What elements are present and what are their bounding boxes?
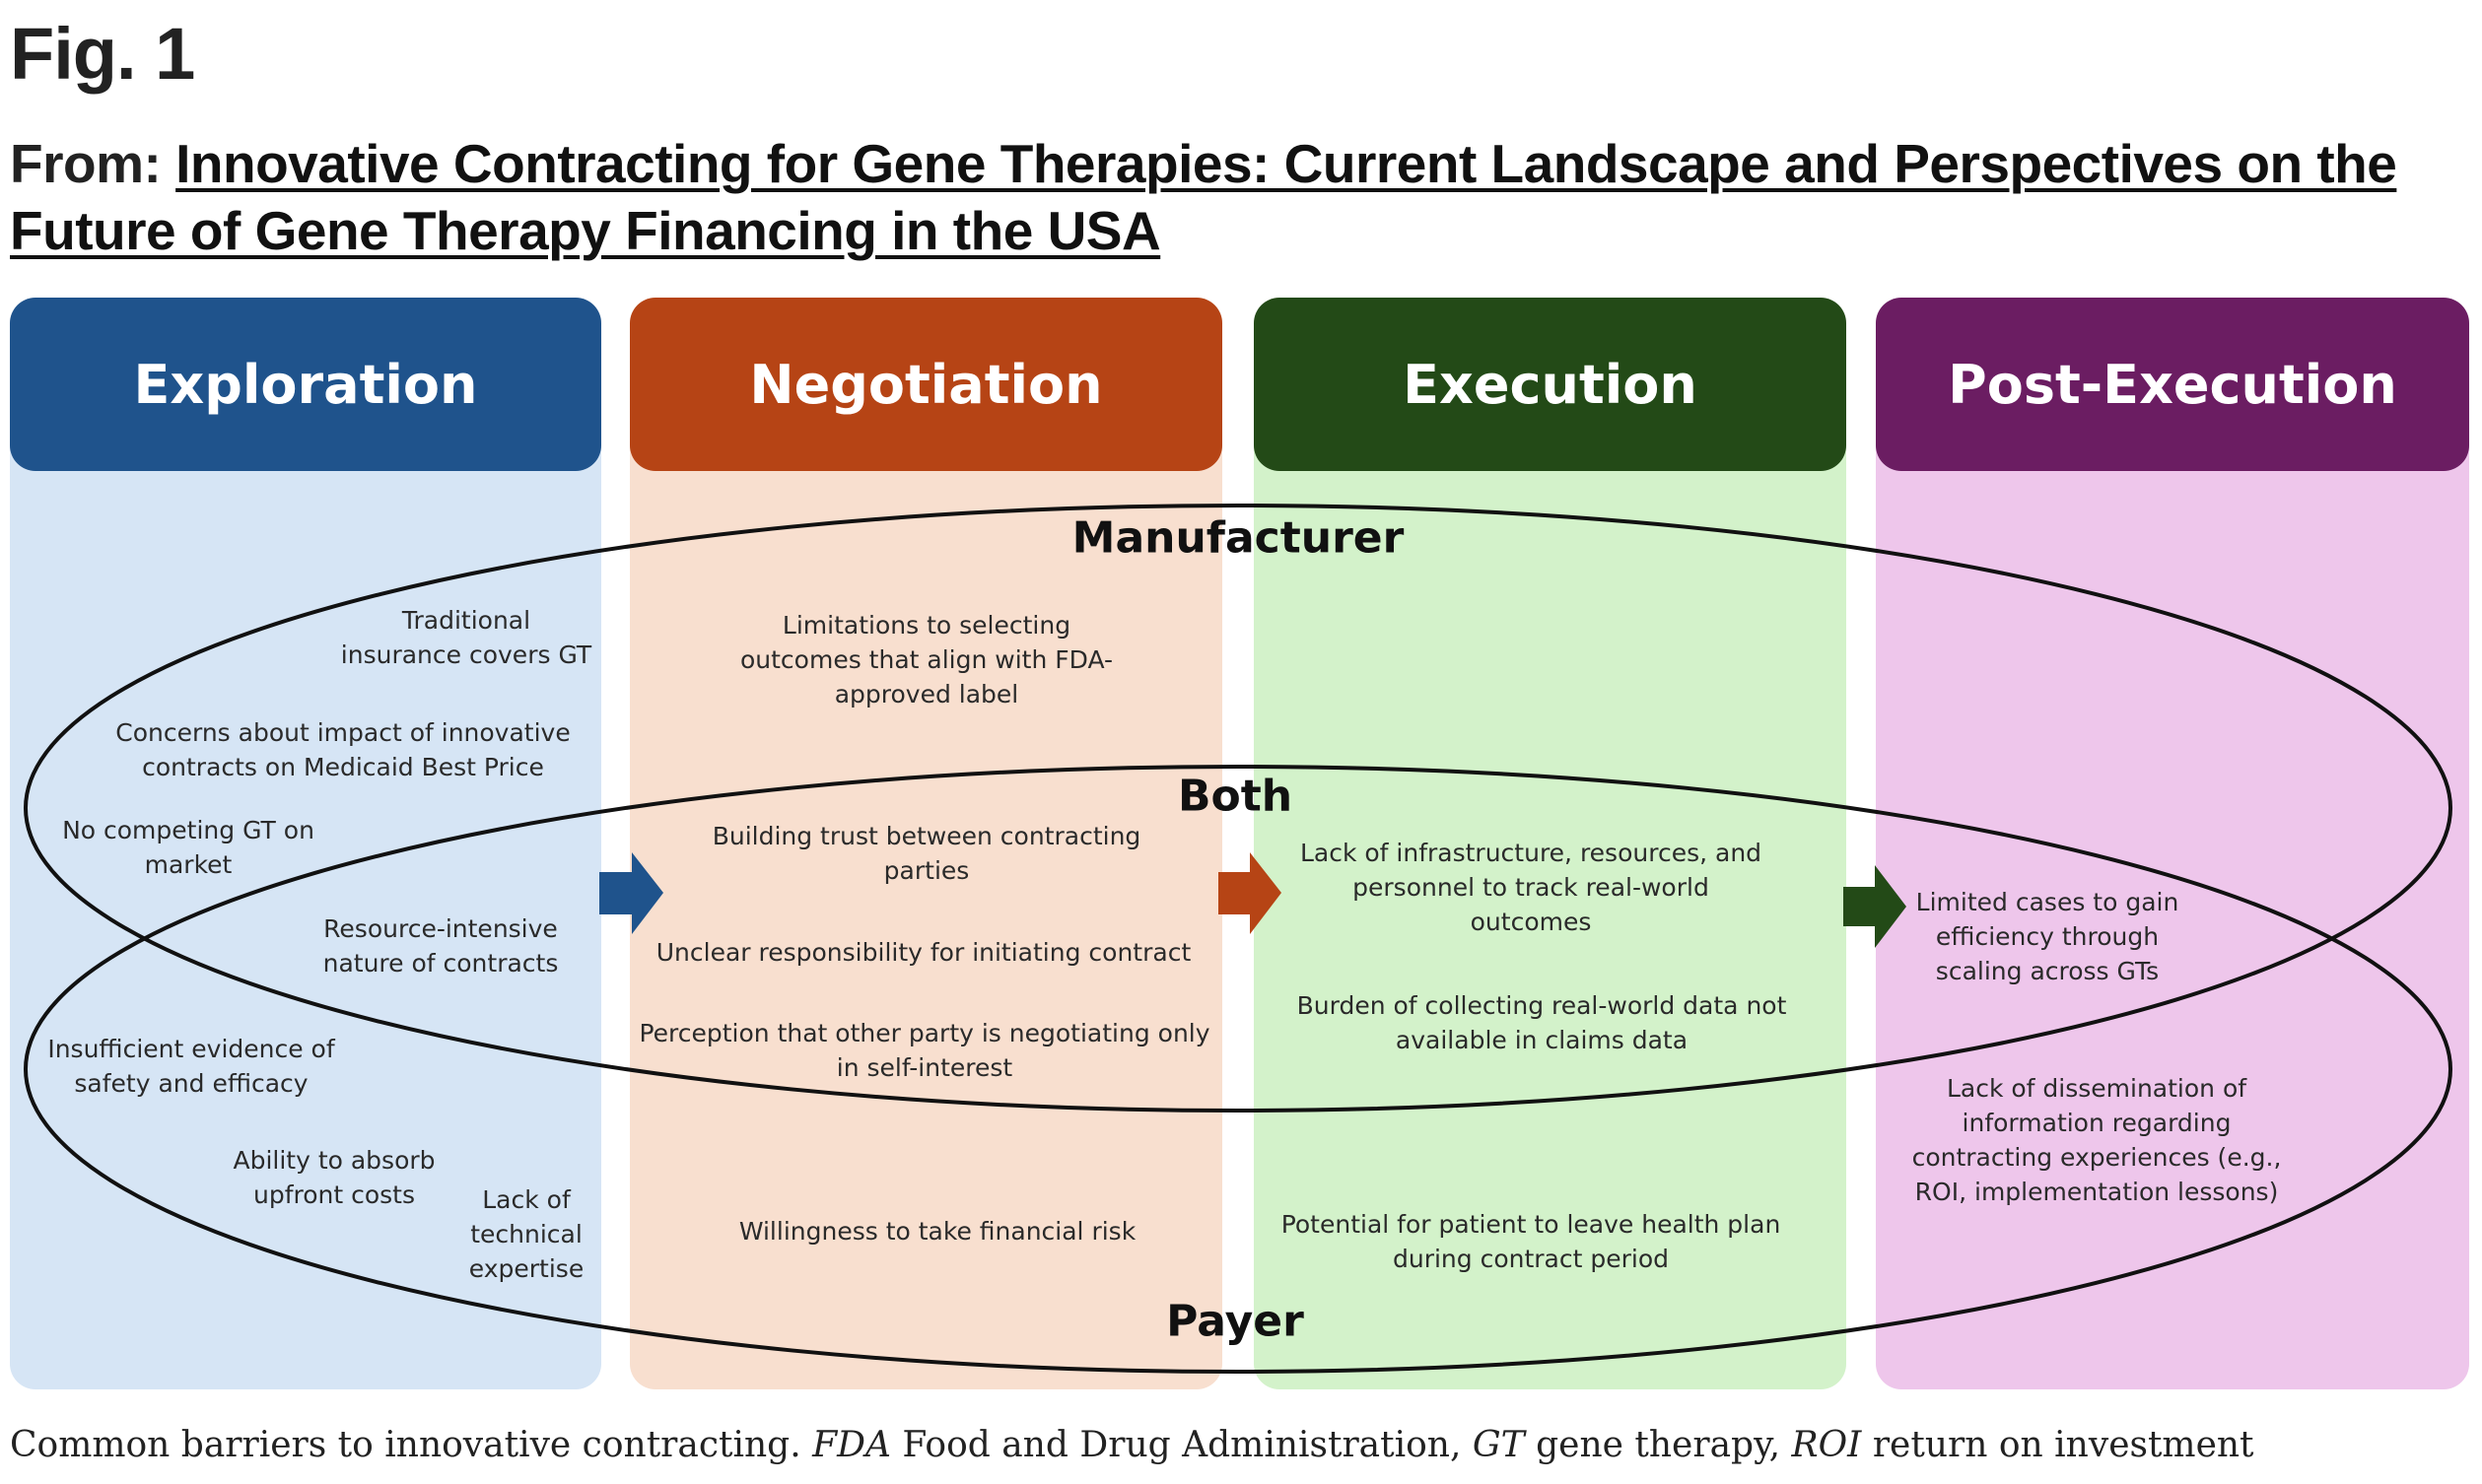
group-label-manufacturer: Manufacturer <box>1071 512 1405 564</box>
phase-column-post-execution <box>1876 315 2469 1389</box>
barrier-item: Limitations to selecting outcomes that a… <box>739 611 1114 708</box>
barrier-item: Limited cases to gain efficiency through… <box>1915 888 2179 985</box>
barrier-item: Lack of technical expertise <box>468 1185 585 1283</box>
barrier-item: Willingness to take financial risk <box>738 1217 1137 1246</box>
barrier-item: No competing GT on market <box>62 816 314 879</box>
caption-abbr: FDA <box>812 1425 891 1465</box>
barrier-item: Building trust between contracting parti… <box>712 822 1141 885</box>
figure-label: Fig. 1 <box>10 13 195 95</box>
right-arrow-icon <box>1843 865 1906 948</box>
caption-text: Common barriers to innovative contractin… <box>10 1425 801 1465</box>
barrier-item: Potential for patient to leave health pl… <box>1280 1210 1781 1273</box>
phase-header-negotiation: Negotiation <box>630 298 1222 471</box>
right-arrow-icon <box>599 852 663 934</box>
phase-header-post-execution: Post-Execution <box>1876 298 2469 471</box>
from-prefix: From: <box>10 133 162 194</box>
caption-abbr-meaning: return on investment <box>1872 1425 2254 1465</box>
barrier-item: Insufficient evidence of safety and effi… <box>47 1035 335 1098</box>
barrier-item: Perception that other party is negotiati… <box>639 1019 1210 1082</box>
barrier-item: Unclear responsibility for initiating co… <box>655 938 1192 967</box>
group-label-payer: Payer <box>1166 1296 1304 1347</box>
figure-caption: Common barriers to innovative contractin… <box>10 1425 2254 1465</box>
right-arrow-icon <box>1218 852 1281 934</box>
barrier-item: Lack of infrastructure, resources, and p… <box>1299 839 1762 936</box>
caption-abbr: ROI <box>1791 1425 1862 1465</box>
barrier-item: Lack of dissemination of information reg… <box>1911 1074 2282 1206</box>
manufacturer-ellipse <box>24 504 2452 1113</box>
barrier-item: Ability to absorb upfront costs <box>233 1146 436 1209</box>
barrier-item: Concerns about impact of innovative cont… <box>115 718 571 781</box>
phase-header-execution: Execution <box>1254 298 1846 471</box>
group-label-both: Both <box>1177 771 1293 822</box>
barrier-item: Resource-intensive nature of contracts <box>322 914 559 978</box>
payer-ellipse <box>24 765 2452 1374</box>
caption-abbr-meaning: gene therapy, <box>1536 1425 1781 1465</box>
phase-header-exploration: Exploration <box>10 298 601 471</box>
figure-source: From: Innovative Contracting for Gene Th… <box>10 130 2454 264</box>
barrier-item: Burden of collecting real-world data not… <box>1296 991 1787 1054</box>
phase-column-exploration <box>10 315 601 1389</box>
caption-abbr: GT <box>1472 1425 1525 1465</box>
phase-column-negotiation <box>630 315 1222 1389</box>
barrier-item: Traditional insurance covers GT <box>340 606 592 669</box>
caption-abbr-meaning: Food and Drug Administration, <box>902 1425 1462 1465</box>
article-title-link[interactable]: Innovative Contracting for Gene Therapie… <box>10 133 2397 261</box>
phase-column-execution <box>1254 315 1846 1389</box>
